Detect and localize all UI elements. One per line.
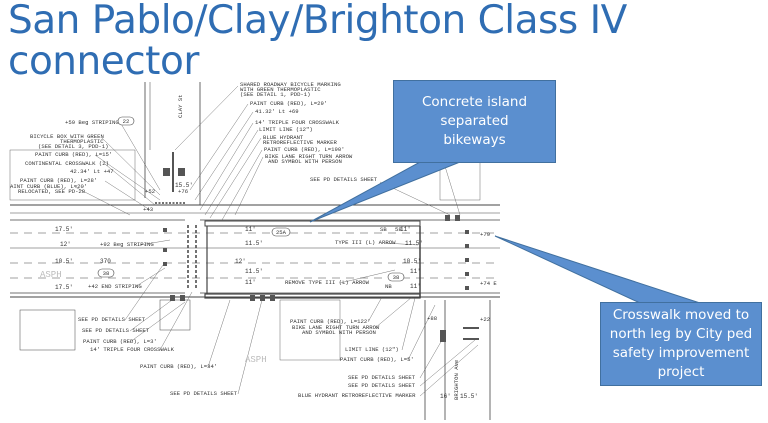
- annotation: PAINT CURB (RED), L=122': [290, 318, 371, 325]
- annotation: 14' TRIPLE FOUR CROSSWALK: [255, 119, 340, 126]
- annotation: BICYCLE BOX WITH GREEN: [30, 133, 104, 140]
- road-labels: TYPE III (L) ARROW REMOVE TYPE III (L) A…: [40, 226, 396, 365]
- annotation: PAINT CURB (RED), L=28': [20, 177, 97, 184]
- road-label: +92 Beg STRIPING: [100, 241, 154, 248]
- station: +76: [178, 188, 188, 195]
- annotation: LIMIT LINE (12"): [259, 126, 313, 133]
- station: +79: [480, 231, 490, 238]
- annotation: (SEE DETAIL 3, PDD-1): [38, 143, 109, 150]
- dimension: 11': [245, 279, 256, 286]
- annotation: SEE PD DETAILS SHEET: [310, 176, 378, 183]
- dimension: 16': [440, 393, 451, 400]
- dimension: 11': [400, 226, 411, 233]
- annotation: PAINT CURB (RED), L=5': [340, 356, 414, 363]
- dimension: 12': [235, 258, 246, 265]
- annotation: PAINT CURB (RED), L=190': [264, 146, 345, 153]
- shield: 38: [387, 272, 405, 282]
- road-label: SB: [380, 226, 387, 233]
- shield: 38: [97, 268, 115, 278]
- annotation: SEE PD DETAILS SHEET: [170, 390, 238, 397]
- callout-text: Concrete island separated bikeways: [421, 94, 528, 148]
- dimension: 11.5': [245, 240, 263, 247]
- road-label: REMOVE TYPE III (L) ARROW: [285, 279, 370, 286]
- station: +22: [480, 316, 490, 323]
- dimension: 17.5': [55, 284, 73, 291]
- road-label: NB: [385, 283, 392, 290]
- dimension: 11.5': [245, 268, 263, 275]
- shield-number: 25A: [276, 229, 287, 236]
- annotation: BLUE HYDRANT: [263, 134, 304, 141]
- title-line-1: San Pablo/Clay/Brighton Class IV: [8, 0, 627, 43]
- shield: 22: [117, 116, 135, 126]
- slide-title: San Pablo/Clay/Brighton Class IV connect…: [8, 0, 627, 82]
- annotation: +59 Beg STRIPING: [65, 119, 119, 126]
- annotation: LIMIT LINE (12"): [345, 346, 399, 353]
- station: 58: [395, 226, 402, 233]
- annotation: PAINT CURB (RED), L=29': [250, 100, 327, 107]
- road-label: ASPH: [245, 355, 267, 365]
- annotation: BLUE HYDRANT RETROREFLECTIVE MARKER: [298, 392, 416, 399]
- callout-crosswalk-moved: Crosswalk moved to north leg by City ped…: [600, 302, 762, 386]
- annotation: RETROREFLECTIVE MARKER: [263, 139, 337, 146]
- annotation: SEE PD DETAILS SHEET: [78, 316, 146, 323]
- annotation: SHARED ROADWAY BICYCLE MARKING: [240, 81, 341, 88]
- dimension: 11': [410, 268, 421, 275]
- annotation: SEE PD DETAILS SHEET: [348, 382, 416, 389]
- annotation: BIKE LANE RIGHT TURN ARROW: [265, 153, 353, 160]
- callout-concrete-island: Concrete island separated bikeways: [393, 80, 556, 163]
- annotation: SEE PD DETAILS SHEET: [348, 374, 416, 381]
- annotation: PAINT CURB (RED), L=3': [83, 338, 157, 345]
- annotation: (SEE DETAIL 1, PDD-1): [240, 91, 311, 98]
- dimension: 370: [100, 258, 111, 265]
- dimension: 11.5': [405, 240, 423, 247]
- annotation: AND SYMBOL WITH PERSON: [302, 329, 376, 336]
- road-geometry: [9, 82, 500, 420]
- annotation: 14' TRIPLE FOUR CROSSWALK: [90, 346, 175, 353]
- dimension: 11': [410, 283, 421, 290]
- title-line-2: connector: [8, 39, 199, 84]
- annotation: WITH GREEN THERMOPLASTIC: [240, 86, 321, 93]
- station: +74 E: [480, 280, 497, 287]
- road-label: ASPH: [40, 270, 62, 280]
- annotation: 42.34' Lt +47: [70, 168, 114, 175]
- dimension: 12': [60, 241, 71, 248]
- dimensions: 17.5' 12' 10.5' 17.5' 370 11' 11.5' 12' …: [55, 182, 478, 400]
- shield-number: 38: [393, 274, 400, 281]
- annotation: AINT CURB (BLUE), L=20': [10, 183, 87, 190]
- street-name-brighton: BRIGHTON Ave: [453, 360, 460, 400]
- dimension: 10.5': [55, 258, 73, 265]
- road-label: TYPE III (L) ARROW: [335, 239, 396, 246]
- annotation: CONTINENTAL CROSSWALK (2): [25, 160, 109, 167]
- callout-pointer-crosswalk: [494, 235, 701, 304]
- annotation: BIKE LANE RIGHT TURN ARROW: [292, 324, 380, 331]
- annotation: SEE PD DETAILS SHEET: [82, 327, 150, 334]
- annotations-top: SHARED ROADWAY BICYCLE MARKING WITH GREE…: [240, 81, 378, 183]
- annotations-left: +59 Beg STRIPING BICYCLE BOX WITH GREEN …: [10, 119, 119, 195]
- annotations-bottom: SEE PD DETAILS SHEET SEE PD DETAILS SHEE…: [78, 316, 416, 399]
- callout-text: Crosswalk moved to north leg by City ped…: [609, 307, 753, 380]
- route-shields: 22 25A 38 38: [97, 116, 405, 282]
- shield-number: 38: [103, 270, 110, 277]
- station: +88: [427, 315, 437, 322]
- shield-number: 22: [123, 118, 130, 125]
- shield: 25A: [271, 227, 291, 237]
- annotation: 41.32' Lt +69: [255, 108, 299, 115]
- street-name-clay: CLAY St: [177, 95, 184, 119]
- annotation: RELOCATED, SEE PD-28: [18, 188, 85, 195]
- dimension: 15.5': [175, 182, 193, 189]
- dimension: 17.5': [55, 226, 73, 233]
- street-names: CLAY St BRIGHTON Ave: [177, 95, 460, 401]
- annotation: THERMOPLASTIC: [60, 138, 104, 145]
- dimension: 11': [245, 226, 256, 233]
- station: +52: [145, 188, 155, 195]
- dimension: 10.5': [403, 258, 421, 265]
- annotation: PAINT CURB (RED), L=15': [35, 151, 112, 158]
- road-label: +42 END STRIPING: [88, 283, 142, 290]
- leader-lines: [74, 85, 479, 397]
- annotation: PAINT CURB (RED), L=34': [140, 363, 217, 370]
- stations: +52 +76 +43 +79 +74 E +88 +22 58: [143, 188, 497, 323]
- annotation: AND SYMBOL WITH PERSON: [268, 158, 342, 165]
- station: +43: [143, 206, 153, 213]
- dimension: 15.5': [460, 393, 478, 400]
